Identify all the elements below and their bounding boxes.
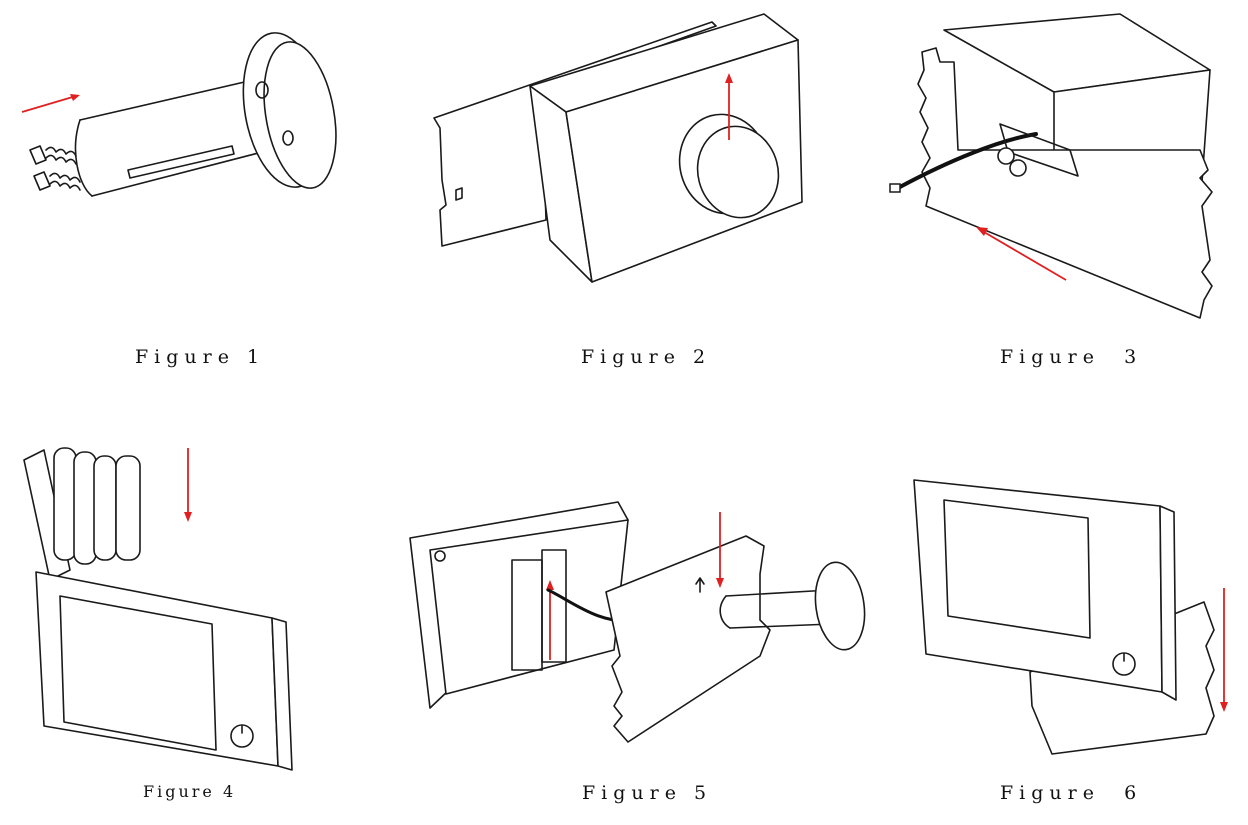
lens-knob	[678, 113, 780, 219]
figure-4-panel: Figure 4	[0, 420, 400, 825]
display-unit	[913, 479, 1177, 701]
figure-4-illustration	[23, 447, 293, 771]
down-arrow	[716, 512, 724, 588]
up-arrow-icon	[695, 577, 705, 593]
insert-direction-arrow	[21, 94, 80, 113]
figure-5-illustration	[409, 501, 866, 743]
figure-2-panel: Figure 2	[416, 0, 816, 390]
figure-6-illustration	[913, 479, 1228, 755]
mounting-plate	[605, 535, 771, 743]
display-unit-rear	[409, 501, 629, 709]
lens-tube	[74, 77, 271, 197]
figure-1-panel: Figure 1	[0, 0, 400, 390]
insert-battery-arrow	[184, 448, 192, 522]
figure-1-illustration	[21, 32, 337, 197]
cable	[889, 123, 1079, 193]
display-unit	[35, 571, 293, 771]
slide-direction-arrow	[976, 227, 1067, 281]
figure-5-caption: Figure 5	[582, 782, 713, 804]
lens-disc	[242, 32, 337, 189]
figure-3-caption: Figure 3	[1000, 346, 1143, 368]
screw-upper	[29, 145, 77, 165]
figure-6-panel: Figure 6	[870, 420, 1248, 825]
slide-down-arrow	[1220, 588, 1228, 712]
mounting-plate	[917, 47, 1213, 319]
figure-3-panel: Figure 3	[840, 0, 1240, 390]
up-arrow-icon	[725, 73, 733, 140]
figure-3-illustration	[889, 13, 1213, 319]
lens-tube	[719, 561, 866, 651]
figure-6-caption: Figure 6	[1000, 782, 1143, 804]
figure-2-illustration	[433, 13, 803, 283]
back-plate	[433, 21, 717, 247]
figure-2-caption: Figure 2	[581, 346, 712, 368]
figure-4-caption: Figure 4	[143, 782, 237, 801]
battery-arrow	[546, 580, 554, 660]
screw-lower	[33, 171, 81, 191]
power-button-icon[interactable]	[230, 724, 254, 748]
figure-5-panel: Figure 5	[400, 420, 870, 825]
power-button-icon[interactable]	[1112, 652, 1136, 676]
figure-1-caption: Figure 1	[135, 346, 266, 368]
batteries	[53, 447, 141, 565]
